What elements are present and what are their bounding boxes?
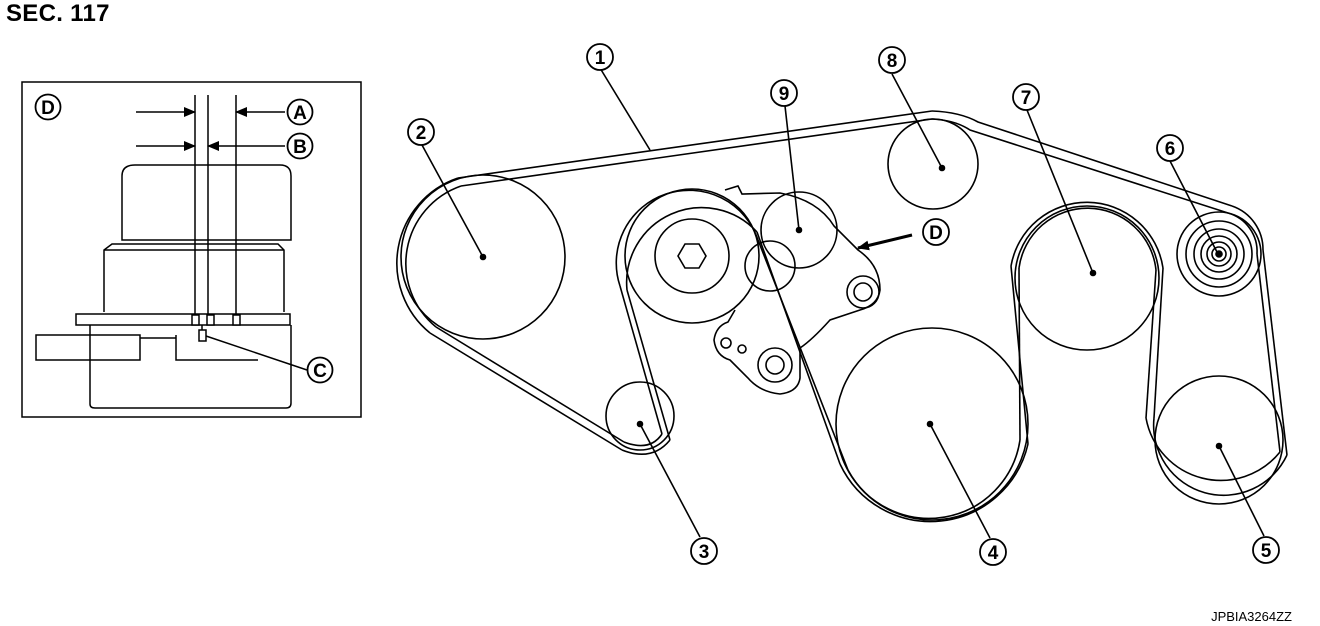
callout-9	[770, 79, 798, 107]
pulley-8-idler	[887, 118, 979, 210]
tensioner-bracket	[713, 185, 881, 395]
leader-3	[639, 423, 701, 538]
callout-3-label: 3	[699, 542, 710, 563]
tensioner-pulley	[624, 188, 760, 324]
callout-1-label: 1	[595, 48, 606, 69]
bracket-hole-bottom-outer	[757, 347, 793, 383]
callout-6-label: 6	[1165, 139, 1176, 160]
callout-7	[1012, 83, 1040, 111]
callout-4	[979, 538, 1007, 566]
callout-b-label: B	[293, 137, 307, 158]
bracket-hole-right-outer	[846, 275, 880, 309]
mark-2	[206, 314, 215, 326]
callout-3	[690, 537, 718, 565]
callout-8-label: 8	[887, 51, 898, 72]
detail-view-d	[21, 81, 362, 418]
pulley-6-outer	[1176, 211, 1262, 297]
callout-5	[1252, 536, 1280, 564]
callout-d-view-label: D	[41, 98, 55, 119]
callout-c-label: C	[313, 361, 327, 382]
callout-b	[286, 132, 314, 160]
bracket-boss	[744, 240, 796, 292]
callout-8	[878, 46, 906, 74]
callout-2-label: 2	[416, 123, 427, 144]
pulley-7	[1014, 205, 1160, 351]
pulley-9-body	[760, 191, 838, 269]
leader-5	[1218, 445, 1265, 537]
pulley-5	[1154, 375, 1284, 505]
detail-frame	[21, 81, 362, 418]
figure-reference-code: JPBIA3264ZZ	[1211, 609, 1292, 624]
leader-9	[784, 105, 800, 231]
leader-1	[599, 67, 651, 151]
base-left	[35, 334, 141, 361]
section-label: SEC. 117	[6, 0, 110, 27]
callout-5-label: 5	[1261, 541, 1272, 562]
bracket-hole-small-1	[720, 337, 732, 349]
leader-4	[929, 423, 991, 539]
callout-view-d-label: D	[929, 223, 943, 244]
view-arrow-d	[857, 233, 913, 251]
callout-9-label: 9	[779, 84, 790, 105]
mark-c	[198, 329, 207, 342]
bracket-hole-bottom-inner	[765, 355, 785, 375]
pulley-3	[605, 381, 675, 451]
belt-assembly	[396, 43, 1288, 566]
callout-c	[306, 356, 334, 384]
mark-3	[232, 314, 241, 326]
pulley-4-crankshaft	[835, 327, 1029, 521]
callout-1	[586, 43, 614, 71]
leader-7	[1026, 109, 1094, 274]
leader-8	[891, 73, 943, 169]
leader-c	[205, 335, 308, 371]
leader-2	[421, 144, 484, 258]
callout-a-label: A	[293, 103, 307, 124]
callout-view-d	[922, 218, 950, 246]
bracket-hole-small-2	[737, 344, 747, 354]
bracket-hole-right-inner	[853, 282, 873, 302]
drive-belt	[396, 110, 1288, 523]
base-body	[89, 325, 292, 409]
callout-4-label: 4	[988, 543, 999, 564]
callout-d-view	[34, 93, 62, 121]
callout-6	[1156, 134, 1184, 162]
tensioner-pulley-hub	[654, 218, 730, 294]
mark-1	[191, 314, 200, 326]
leader-6	[1169, 160, 1219, 255]
tensioner-upper-block	[121, 164, 292, 241]
callout-7-label: 7	[1021, 88, 1032, 109]
callout-a	[286, 98, 314, 126]
callout-2	[407, 118, 435, 146]
tensioner-flange	[75, 313, 291, 326]
tensioner-hex-bolt	[677, 243, 707, 269]
tensioner-middle-block	[103, 243, 285, 312]
